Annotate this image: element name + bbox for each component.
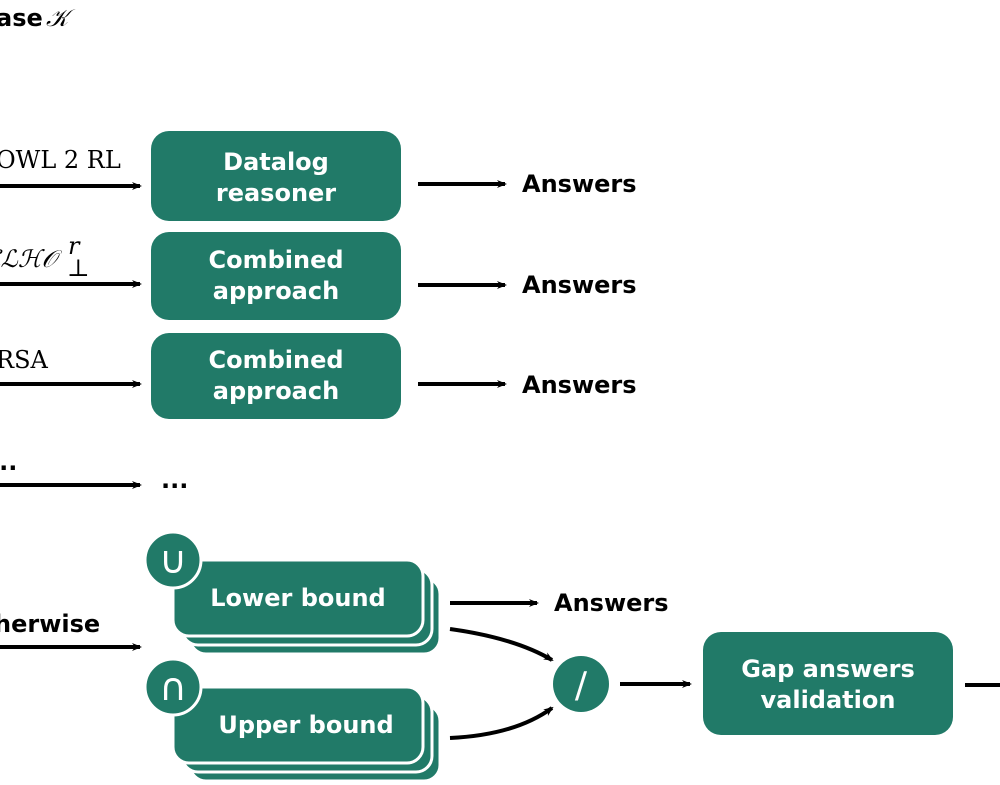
output-label: Answers: [522, 271, 637, 299]
box-line-1: Datalog: [223, 148, 329, 176]
upper-bound-label: Upper bound: [218, 711, 393, 739]
box-line-1: Combined: [208, 346, 343, 374]
box-line-2: approach: [213, 377, 339, 405]
combined-approach-box: [151, 232, 401, 320]
box-line-1: Combined: [208, 246, 343, 274]
condition-label: OWL 2 RL: [0, 146, 121, 174]
output-label: Answers: [522, 170, 637, 198]
union-symbol: ∪: [159, 538, 187, 582]
row-ellipsis: ... ...: [0, 448, 188, 494]
box-line-2: approach: [213, 277, 339, 305]
condition-label: RSA: [0, 346, 49, 374]
lower-to-difference-arrow: [449, 627, 554, 662]
upper-bound-box: [171, 685, 425, 765]
lower-bound-box: [171, 558, 425, 638]
lower-output-label: Answers: [554, 589, 669, 617]
combined-approach-box: [151, 333, 401, 419]
output-label: ...: [161, 466, 188, 494]
diagram-title: ase 𝒦: [0, 4, 76, 32]
row-otherwise: herwise Lower bound ∪ Answers Upper boun…: [0, 530, 1000, 783]
intersection-symbol: ∩: [159, 665, 187, 709]
lower-bound-label: Lower bound: [210, 584, 385, 612]
box-line-2: reasoner: [216, 179, 336, 207]
lower-bound-stack: Lower bound ∪: [143, 530, 442, 656]
intersection-icon: [143, 657, 203, 717]
condition-label: ℰℒℋ𝒪: [0, 245, 63, 273]
condition-superscript: r: [68, 232, 81, 260]
row-owl2rl: OWL 2 RL Datalog reasoner Answers: [0, 131, 637, 221]
condition-label: herwise: [0, 610, 100, 638]
difference-icon: [553, 656, 609, 712]
upper-to-difference-arrow: [449, 706, 554, 740]
condition-label: ...: [0, 448, 17, 476]
gap-line-1: Gap answers: [741, 655, 915, 683]
title-prefix: ase: [0, 4, 43, 32]
output-label: Answers: [522, 371, 637, 399]
union-icon: [143, 530, 203, 590]
row-rsa: RSA Combined approach Answers: [0, 333, 637, 419]
condition-subscript: ⊥: [67, 254, 90, 282]
difference-symbol: /: [575, 665, 588, 706]
upper-bound-stack: Upper bound ∩: [143, 657, 442, 783]
gap-line-2: validation: [761, 686, 896, 714]
title-symbol: 𝒦: [46, 4, 76, 32]
row-elho: ℰℒℋ𝒪 r ⊥ Combined approach Answers: [0, 232, 637, 320]
datalog-reasoner-box: [151, 131, 401, 221]
gap-validation-box: [703, 632, 953, 735]
